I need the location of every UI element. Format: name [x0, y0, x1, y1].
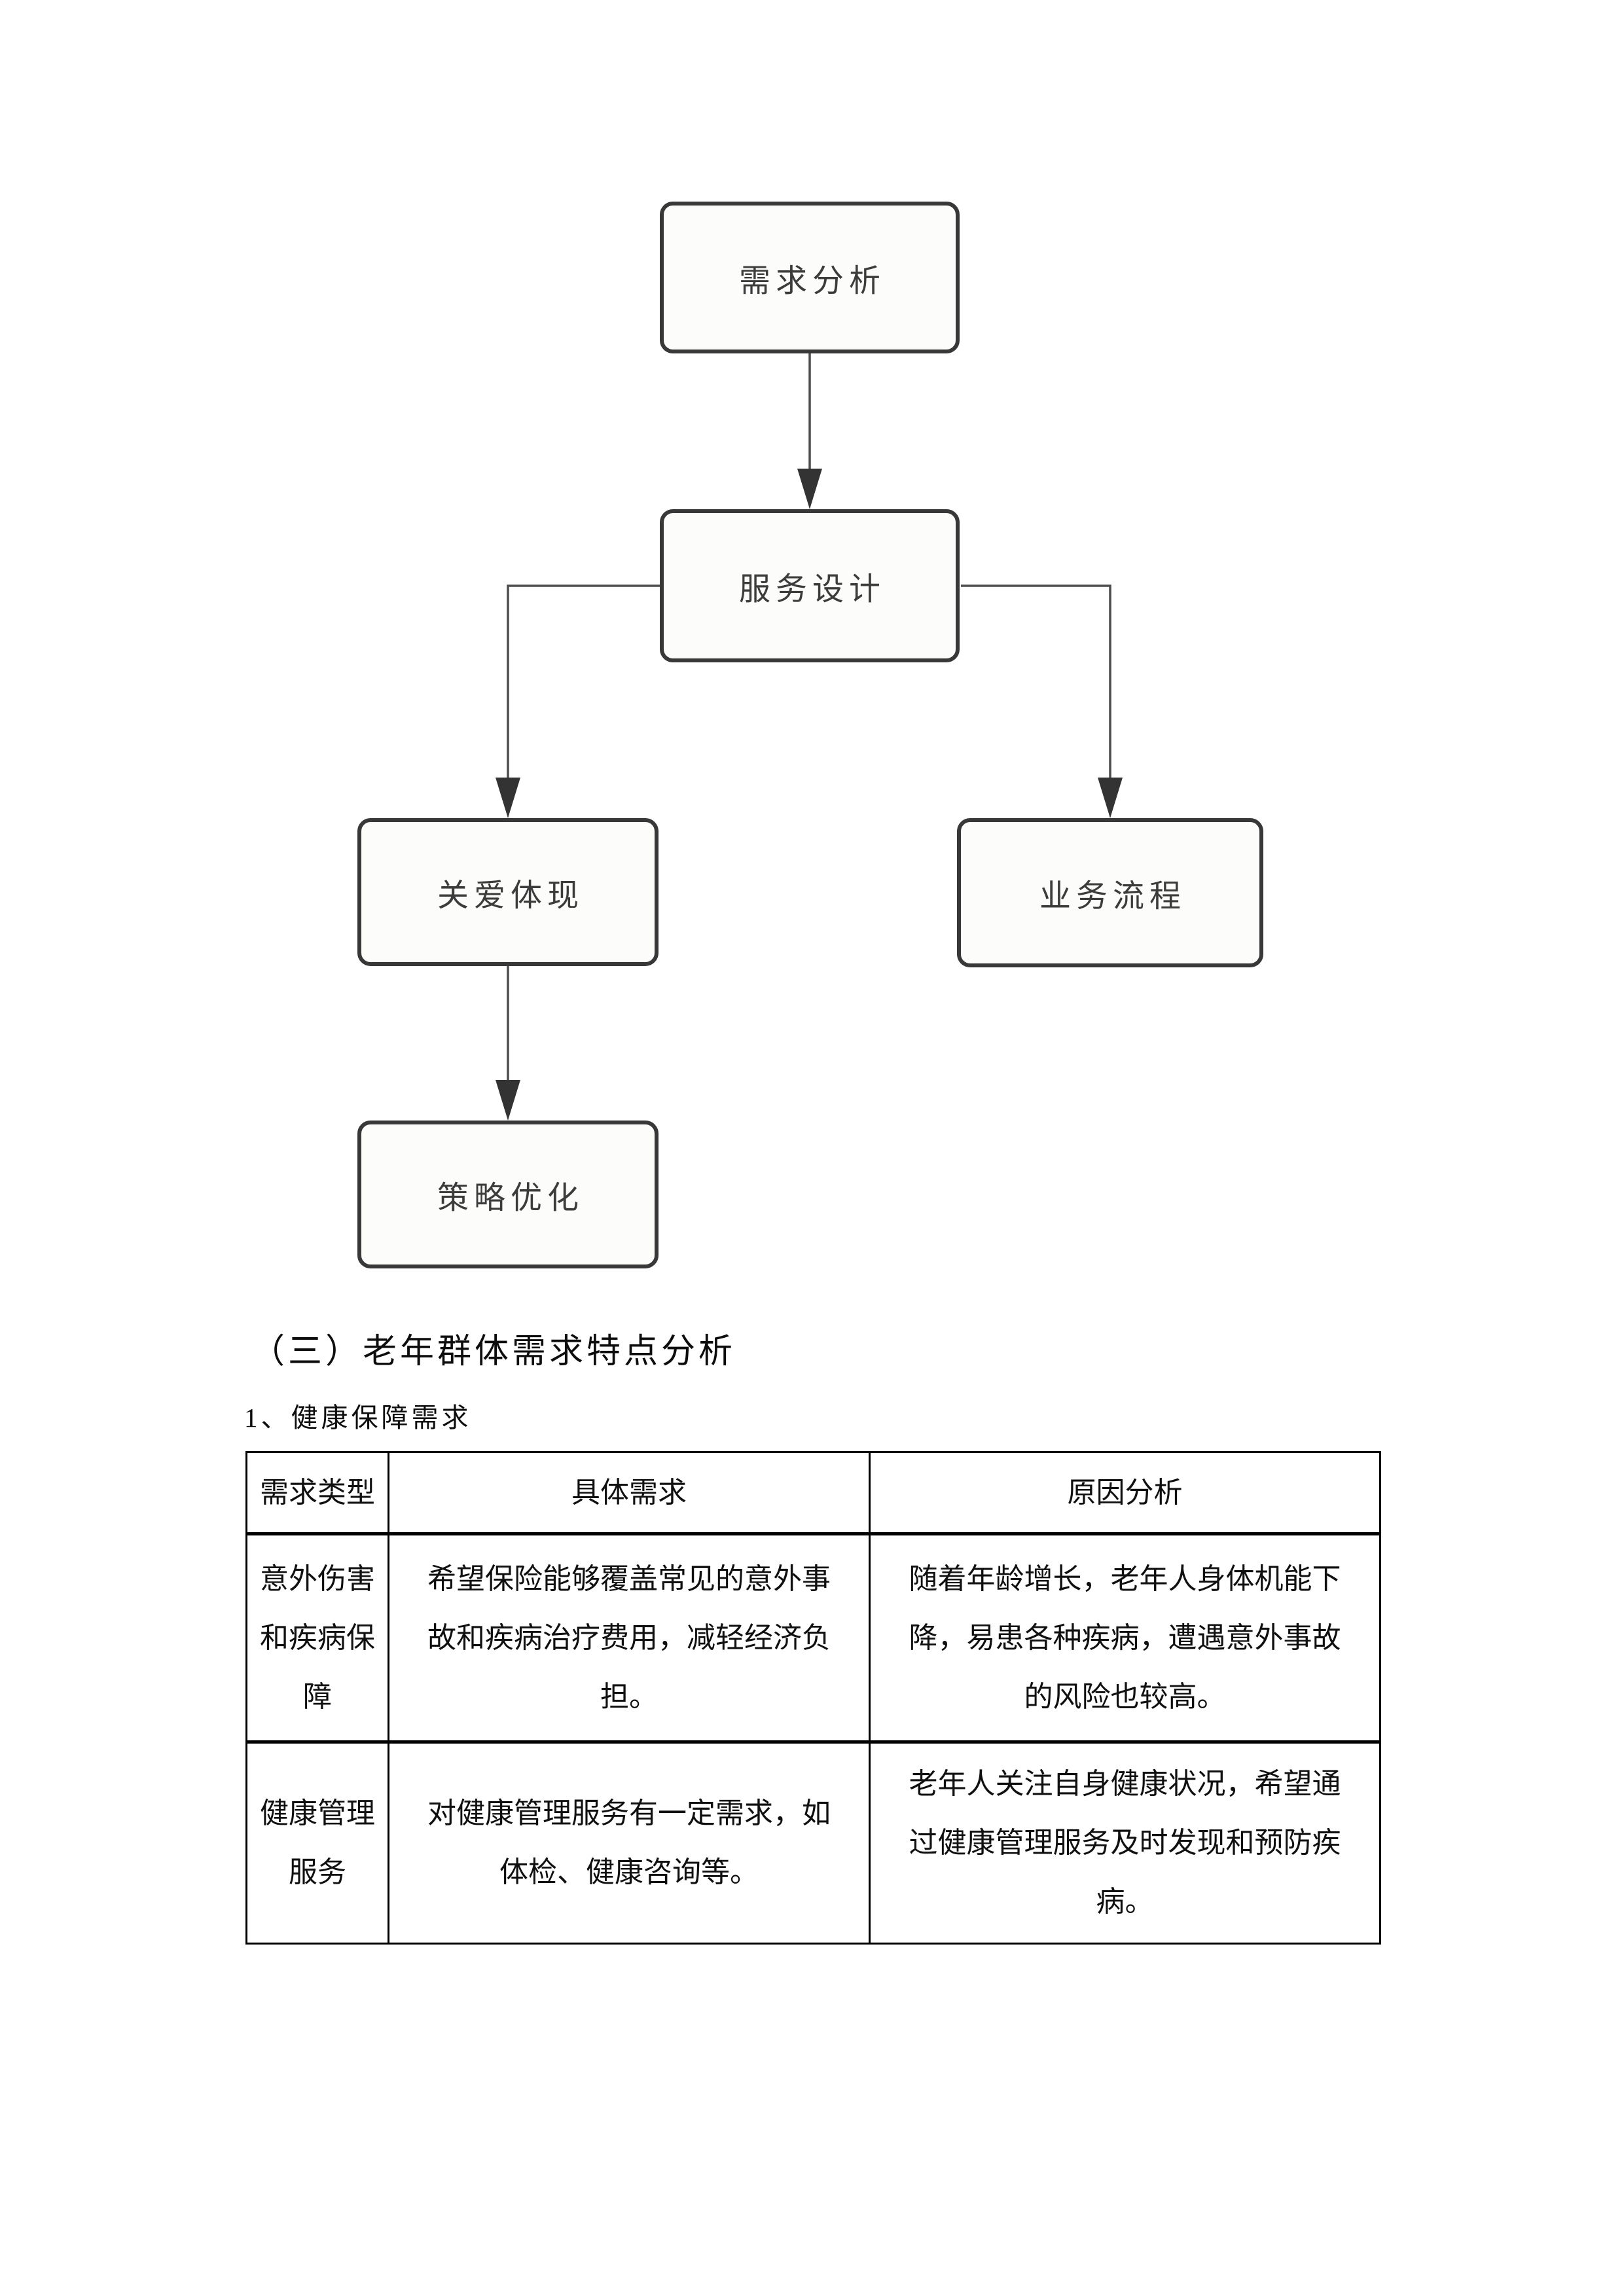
cell-need-type: 意外伤害和疾病保障 — [245, 1533, 389, 1744]
flowchart-connectors — [496, 353, 1123, 1121]
flowchart-node-requirement-analysis: 需求分析 — [660, 202, 960, 353]
table-row: 意外伤害和疾病保障 希望保险能够覆盖常见的意外事故和疾病治疗费用，减轻经济负担。… — [245, 1533, 1381, 1744]
table-header-row: 需求类型 具体需求 原因分析 — [245, 1451, 1381, 1535]
section-heading: （三）老年群体需求特点分析 — [251, 1333, 736, 1371]
header-specific-need: 具体需求 — [388, 1451, 871, 1535]
node-label: 关爱体现 — [437, 878, 584, 913]
edge-service-to-care — [507, 584, 660, 779]
node-label: 服务设计 — [738, 572, 886, 607]
health-needs-table: 需求类型 具体需求 原因分析 意外伤害和疾病保障 希望保险能够覆盖常见的意外事故… — [245, 1451, 1381, 1945]
table-row: 健康管理服务 对健康管理服务有一定需求，如体检、健康咨询等。 老年人关注自身健康… — [245, 1741, 1381, 1945]
cell-reason-analysis: 随着年龄增长，老年人身体机能下降，易患各种疾病，遭遇意外事故的风险也较高。 — [869, 1533, 1381, 1744]
arrowhead-down-icon — [496, 778, 520, 818]
node-label: 策略优化 — [437, 1181, 584, 1215]
flowchart-node-service-design: 服务设计 — [660, 509, 960, 662]
flowchart-node-business-process: 业务流程 — [957, 818, 1263, 967]
header-reason-analysis: 原因分析 — [869, 1451, 1381, 1535]
flowchart-node-strategy-optimization: 策略优化 — [357, 1121, 659, 1268]
node-label: 需求分析 — [738, 264, 886, 298]
header-need-type: 需求类型 — [245, 1451, 389, 1535]
cell-specific-need: 对健康管理服务有一定需求，如体检、健康咨询等。 — [388, 1741, 871, 1945]
arrowhead-down-icon — [496, 1080, 520, 1121]
subsection-heading: 1、健康保障需求 — [244, 1403, 472, 1433]
flowchart: 需求分析 服务设计 关爱体现 业务流程 策略优化 — [357, 202, 1263, 1268]
arrowhead-down-icon — [1098, 778, 1123, 818]
arrowhead-down-icon — [797, 469, 822, 509]
cell-reason-analysis: 老年人关注自身健康状况，希望通过健康管理服务及时发现和预防疾病。 — [869, 1741, 1381, 1945]
edge-service-to-business — [961, 584, 1111, 779]
cell-need-type: 健康管理服务 — [245, 1741, 389, 1945]
node-label: 业务流程 — [1039, 879, 1186, 914]
flowchart-node-care-embodiment: 关爱体现 — [357, 818, 659, 966]
cell-specific-need: 希望保险能够覆盖常见的意外事故和疾病治疗费用，减轻经济负担。 — [388, 1533, 871, 1744]
